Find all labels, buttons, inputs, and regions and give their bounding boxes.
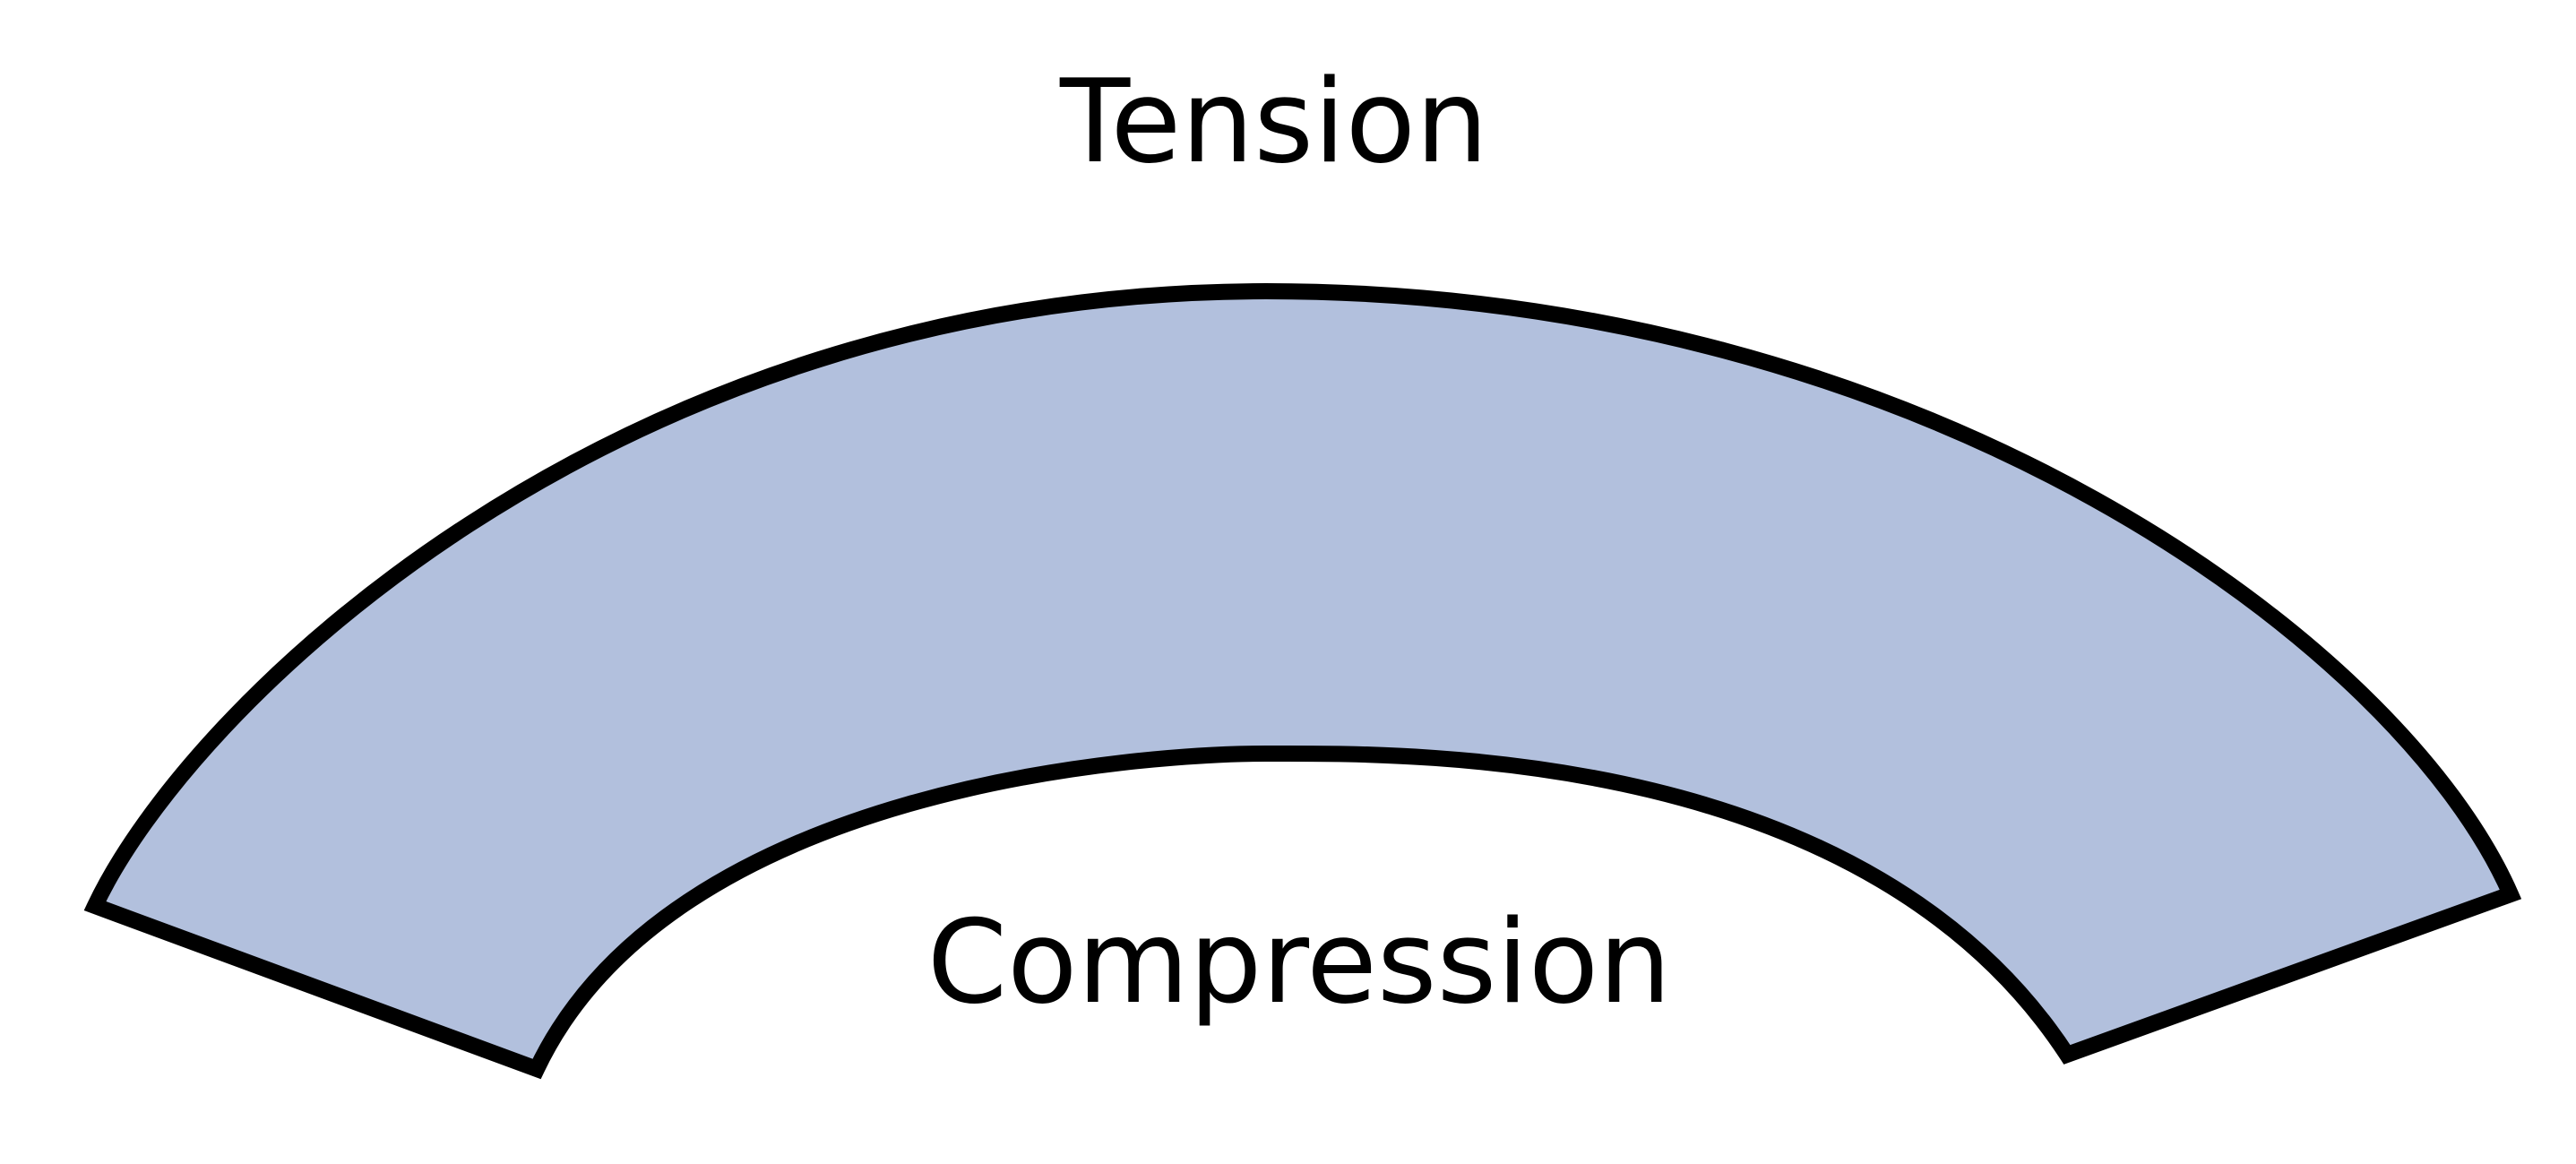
bent-beam-shape — [83, 282, 2522, 1080]
tension-label: Tension — [1059, 56, 1488, 189]
compression-label: Compression — [927, 896, 1672, 1030]
